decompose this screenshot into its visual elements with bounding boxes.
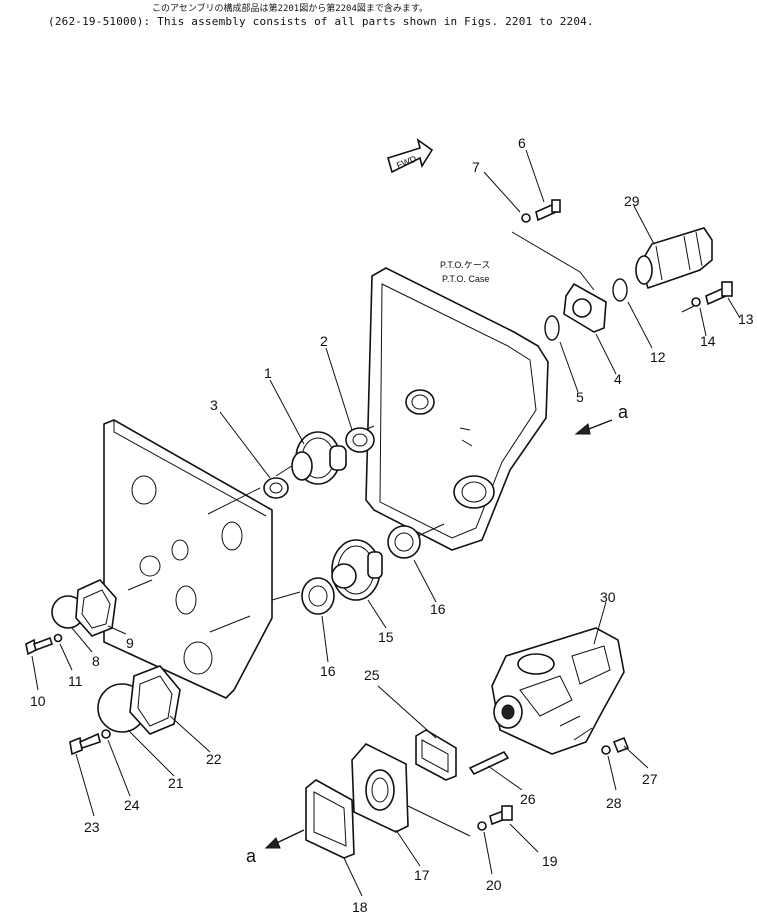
part-label: 2	[320, 333, 328, 349]
bolt-10	[25, 636, 54, 656]
part-label: 5	[576, 389, 584, 405]
bearing-front-upper	[263, 477, 289, 499]
washer-7	[521, 213, 531, 223]
washer-24	[101, 729, 111, 739]
washer-20	[477, 821, 487, 831]
part-label: 1	[264, 365, 272, 381]
part-label: 13	[738, 311, 754, 327]
part-label: 23	[84, 819, 100, 835]
bearing-lower-rear	[387, 525, 421, 559]
part-label: 29	[624, 193, 640, 209]
svg-text:a: a	[246, 846, 257, 866]
bearing-upper	[345, 427, 375, 453]
gasket-18	[305, 779, 355, 859]
view-arrow-a-upper: a	[574, 402, 629, 435]
leader-bolt-19	[407, 805, 471, 837]
part-label: 18	[352, 899, 368, 914]
bolt-13	[705, 281, 733, 306]
washer-28	[601, 745, 611, 755]
o-ring-case	[544, 315, 560, 341]
part-label: 21	[168, 775, 184, 791]
washer-14	[691, 297, 701, 307]
part-number-labels: 1 2 3 4 5 6 7 8 9 10 11 12 13 14 15 16 1…	[30, 135, 754, 914]
part-label: 6	[518, 135, 526, 151]
part-label: 24	[124, 797, 140, 813]
front-plate	[103, 419, 273, 699]
gear-pump	[635, 227, 713, 290]
part-label: 12	[650, 349, 666, 365]
nut-27	[612, 736, 630, 754]
part-label: 22	[206, 751, 222, 767]
part-label: 10	[30, 693, 46, 709]
stud-26	[468, 750, 510, 776]
japanese-note: このアセンブリの構成部品は第2201図から第2204図まで含みます。	[152, 4, 428, 14]
part-label: 9	[126, 635, 134, 651]
part-label: 30	[600, 589, 616, 605]
part-label: 11	[68, 673, 83, 689]
bearing-lower-front	[301, 577, 335, 615]
part-label: 19	[542, 853, 558, 869]
washer-11	[53, 633, 63, 643]
english-note: (262-19-51000): This assembly consists o…	[48, 15, 594, 28]
part-label: 28	[606, 795, 622, 811]
part-label: 20	[486, 877, 502, 893]
o-ring-pump	[612, 278, 628, 302]
leader-lines	[31, 149, 741, 897]
part-label: 4	[614, 371, 622, 387]
pump-flange	[563, 282, 607, 333]
gear-lower	[331, 539, 383, 601]
part-label: 3	[210, 397, 218, 413]
part-label: 8	[92, 653, 100, 669]
part-label: 25	[364, 667, 380, 683]
hydraulic-pump	[491, 627, 625, 755]
pto-case	[365, 267, 549, 551]
leader-bolt-13	[681, 305, 695, 313]
part-label: 15	[378, 629, 394, 645]
view-arrow-a-lower: a	[246, 829, 305, 866]
part-label: 16	[320, 663, 336, 679]
case-label-english: P.T.O. Case	[442, 274, 489, 284]
part-label: 27	[642, 771, 658, 787]
part-label: 26	[520, 791, 536, 807]
part-label: 16	[430, 601, 446, 617]
bolt-23	[69, 732, 101, 756]
pump-adapter	[351, 743, 409, 833]
part-label: 7	[472, 159, 480, 175]
case-label-japanese: P.T.O.ケース	[440, 260, 490, 270]
bolt-6	[535, 199, 561, 222]
part-label: 17	[414, 867, 430, 883]
leader-bolt-6	[511, 231, 595, 291]
svg-text:a: a	[618, 402, 629, 422]
gear-upper	[291, 431, 347, 485]
bolt-19	[489, 805, 513, 826]
part-label: 14	[700, 333, 716, 349]
figure-header: このアセンブリの構成部品は第2201図から第2204図まで含みます。 (262-…	[48, 4, 748, 29]
fwd-arrow: FWD	[387, 138, 434, 174]
